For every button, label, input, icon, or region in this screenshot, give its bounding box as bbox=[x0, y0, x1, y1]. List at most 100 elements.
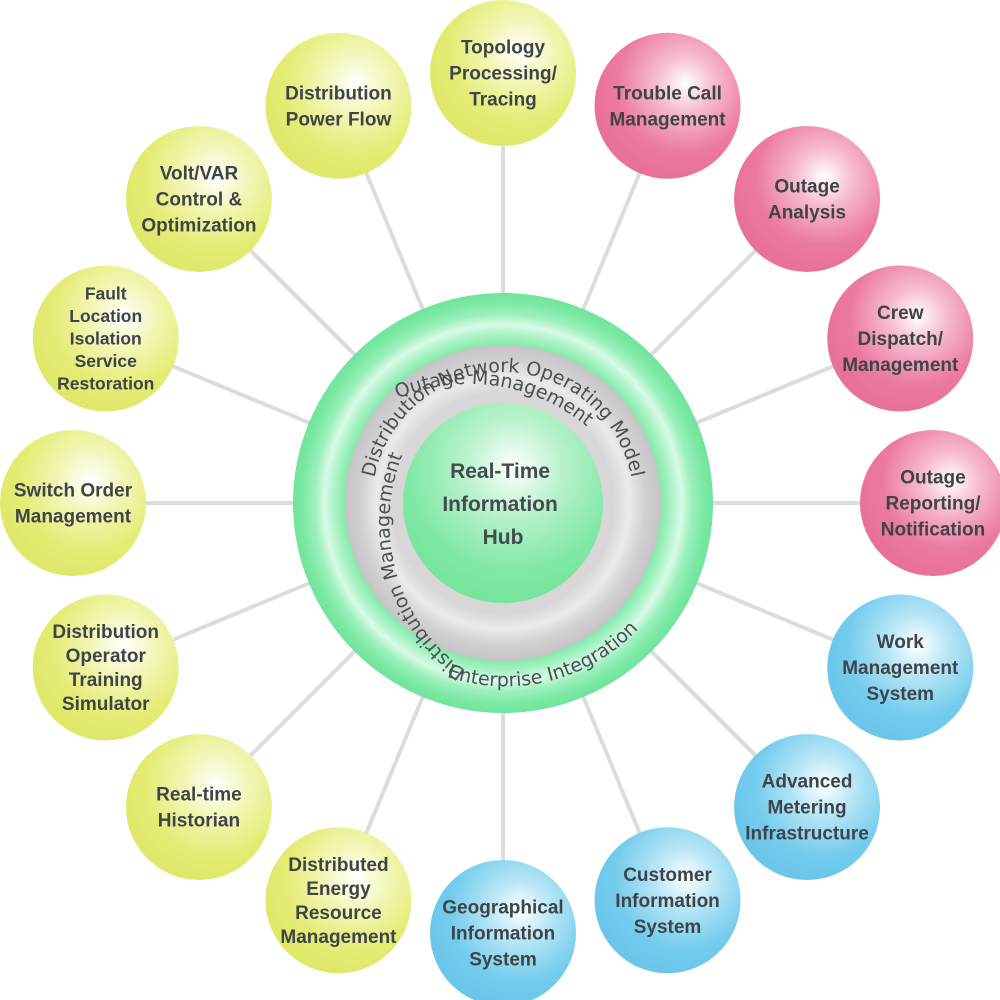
node-label-line: Real-time bbox=[156, 785, 242, 806]
node-label-line: Location bbox=[69, 306, 142, 326]
node-label-line: Resource bbox=[295, 903, 382, 924]
node-label-line: Management bbox=[280, 927, 397, 948]
node-bubble[interactable] bbox=[32, 265, 179, 412]
node-label-line: System bbox=[866, 684, 934, 705]
node-bubble[interactable] bbox=[594, 32, 741, 179]
node-bubble[interactable] bbox=[827, 265, 974, 412]
node-label-line: Management bbox=[842, 355, 959, 376]
node-label-line: Management bbox=[609, 109, 726, 130]
hub-label-line: Hub bbox=[483, 526, 524, 549]
node-volt-var-control-optimization[interactable]: Volt/VAR Control & Optimization bbox=[125, 125, 272, 272]
hub-circle[interactable] bbox=[403, 403, 603, 603]
node-label-line: System bbox=[634, 917, 702, 938]
node-label: Volt/VAR Control & Optimization bbox=[141, 164, 256, 237]
node-bubble[interactable] bbox=[430, 860, 576, 1000]
node-bubble[interactable] bbox=[0, 430, 146, 576]
core: Distribution Network Operating Model Dis… bbox=[293, 293, 713, 713]
hub-label: Real-Time Information Hub bbox=[442, 460, 563, 549]
node-label-line: Metering bbox=[767, 798, 846, 819]
node-bubble[interactable] bbox=[734, 734, 881, 881]
node-label-line: Distribution bbox=[285, 83, 392, 104]
node-bubble[interactable] bbox=[594, 827, 741, 974]
node-label-line: Customer bbox=[623, 865, 712, 886]
node-label-line: Trouble Call bbox=[613, 83, 722, 104]
node-bubble[interactable] bbox=[734, 125, 881, 272]
node-label-line: Dispatch/ bbox=[858, 329, 944, 350]
hub-label-line: Real-Time bbox=[450, 460, 550, 483]
node-bubble[interactable] bbox=[265, 32, 412, 179]
node-label-line: System bbox=[469, 950, 537, 971]
node-label-line: Isolation bbox=[70, 329, 142, 349]
node-bubble[interactable] bbox=[430, 0, 576, 146]
node-label-line: Outage bbox=[900, 468, 965, 489]
node-label-line: Service bbox=[75, 351, 138, 371]
node-label-line: Historian bbox=[158, 811, 240, 832]
node-label-line: Information bbox=[615, 891, 720, 912]
node-label-line: Training bbox=[69, 670, 143, 691]
hub-label-line: Information bbox=[442, 493, 558, 516]
node-label-line: Notification bbox=[881, 520, 986, 541]
node-bubble[interactable] bbox=[125, 125, 272, 272]
node-label-line: Tracing bbox=[469, 90, 537, 111]
node-label-line: Control & bbox=[156, 190, 243, 211]
node-label-line: Analysis bbox=[768, 203, 846, 224]
node-label-line: Work bbox=[877, 632, 925, 653]
node-label-line: Advanced bbox=[762, 772, 853, 793]
node-label-line: Distribution bbox=[52, 622, 159, 643]
node-label-line: Processing/ bbox=[449, 64, 557, 85]
node-bubble[interactable] bbox=[32, 594, 179, 741]
node-label-line: Infrastructure bbox=[745, 824, 869, 845]
node-label-line: Management bbox=[15, 507, 132, 528]
node-label-line: Energy bbox=[306, 879, 371, 900]
node-label-line: Volt/VAR bbox=[160, 164, 239, 185]
node-bubble[interactable] bbox=[265, 827, 412, 974]
node-label-line: Information bbox=[451, 924, 556, 945]
node-label-line: Optimization bbox=[141, 216, 256, 237]
node-label-line: Operator bbox=[66, 646, 147, 667]
node-bubble[interactable] bbox=[125, 734, 272, 881]
node-bubble[interactable] bbox=[827, 594, 974, 741]
node-label-line: Management bbox=[842, 658, 959, 679]
node-bubble[interactable] bbox=[860, 430, 1000, 576]
node-label-line: Distributed bbox=[288, 855, 388, 876]
node-label-line: Restoration bbox=[57, 374, 154, 394]
node-label-line: Simulator bbox=[62, 694, 150, 715]
node-label-line: Power Flow bbox=[286, 109, 392, 130]
node-label-line: Crew bbox=[877, 303, 924, 324]
node-label-line: Fault bbox=[85, 284, 127, 304]
node-label-line: Outage bbox=[774, 177, 839, 198]
node-label-line: Topology bbox=[461, 38, 546, 59]
node-label-line: Reporting/ bbox=[886, 494, 982, 515]
